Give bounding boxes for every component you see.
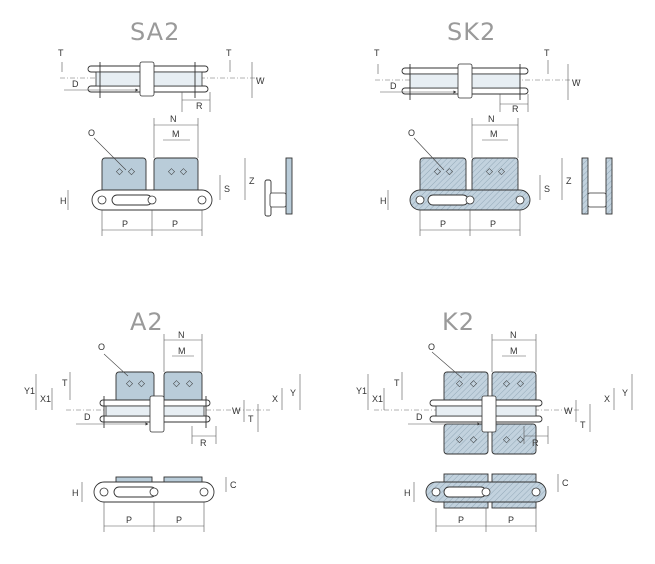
top-view: ◇ ◇ ◇ ◇ ◇ ◇ ◇ ◇ O N M [356,330,633,455]
dim-y1: Y1 [356,386,367,396]
top-view: T T D W R [374,48,581,114]
front-view: H C P P [72,476,237,532]
dim-h: H [380,196,387,206]
dim-d: D [84,412,91,422]
label-o: O [428,342,435,352]
label-o: O [88,128,95,138]
dim-s: S [544,184,550,194]
dim-w: W [256,76,265,86]
svg-text:◇: ◇ [173,378,180,388]
dim-r: R [196,101,203,111]
dim-n: N [510,330,517,340]
dim-m: M [490,129,498,139]
dim-c: C [230,480,237,490]
dim-z: Z [566,176,572,186]
front-view: ◇ ◇ ◇ ◇ O N M S Z H P P [380,114,572,236]
front-view: H C P P [404,473,569,532]
dim-m: M [178,346,186,356]
diagram-title: A2 [130,308,164,336]
dim-d: D [390,81,397,91]
label-o: O [98,342,105,352]
dim-y1: Y1 [24,386,35,396]
dim-s: S [224,184,230,194]
dim-m: M [172,129,180,139]
diagram-sk2: SK2 T T D W R [374,18,613,236]
dim-n: N [178,330,185,340]
svg-text:◇: ◇ [434,166,441,176]
dim-r: R [532,438,539,448]
diagram-a2: A2 ◇ ◇ ◇ ◇ [24,308,301,532]
dim-t-left: T [62,378,68,388]
dim-t-right: T [226,48,232,58]
dim-r: R [512,104,519,114]
svg-text:◇: ◇ [470,378,477,388]
front-view: ◇ ◇ ◇ ◇ O N M S Z H P P [60,114,255,236]
svg-text:◇: ◇ [498,166,505,176]
diagram-title: SK2 [447,18,496,46]
dim-m: M [510,346,518,356]
diagram-k2: K2 ◇ ◇ ◇ ◇ ◇ ◇ ◇ ◇ [356,308,633,532]
dim-y: Y [290,388,296,398]
svg-text:◇: ◇ [180,166,187,176]
dim-d: D [416,412,423,422]
svg-text:◇: ◇ [517,434,524,444]
diagram-title: K2 [442,308,475,336]
svg-text:◇: ◇ [503,434,510,444]
dim-n: N [488,114,495,124]
dim-p2: P [508,515,514,525]
dim-p2: P [176,515,182,525]
dim-d: D [72,79,79,89]
top-view: ◇ ◇ ◇ ◇ O N M Y1 [24,330,301,448]
dim-h: H [404,488,411,498]
dim-x1: X1 [372,394,383,404]
dim-t-right: T [580,420,586,430]
dim-y: Y [622,388,628,398]
svg-text:◇: ◇ [456,378,463,388]
svg-text:◇: ◇ [138,378,145,388]
dim-t-right: T [544,48,550,58]
dim-w: W [232,406,241,416]
dim-n: N [170,114,177,124]
dim-p1: P [440,219,446,229]
diagram-title: SA2 [130,18,180,46]
svg-text:◇: ◇ [168,166,175,176]
dim-p1: P [126,515,132,525]
svg-text:◇: ◇ [486,166,493,176]
dim-w: W [572,78,581,88]
svg-text:◇: ◇ [186,378,193,388]
svg-text:◇: ◇ [456,434,463,444]
svg-text:◇: ◇ [470,434,477,444]
dim-h: H [60,196,67,206]
svg-text:◇: ◇ [116,166,123,176]
diagram-sa2: SA2 T T D W R [58,18,293,236]
svg-text:◇: ◇ [126,378,133,388]
dim-x1: X1 [40,394,51,404]
dim-p1: P [458,515,464,525]
dim-w: W [564,406,573,416]
dim-p2: P [172,219,178,229]
dim-x: X [272,394,278,404]
dim-t-left: T [58,48,64,58]
svg-text:◇: ◇ [446,166,453,176]
dim-p2: P [490,219,496,229]
dim-p1: P [122,219,128,229]
svg-text:◇: ◇ [128,166,135,176]
dim-t-left: T [394,378,400,388]
svg-text:◇: ◇ [517,378,524,388]
svg-text:◇: ◇ [503,378,510,388]
top-view: T T D W R [58,48,265,112]
dim-x: X [604,394,610,404]
dim-r: R [200,438,207,448]
side-view [264,157,293,217]
label-o: O [408,128,415,138]
side-view [581,157,613,215]
dim-t-left: T [374,48,380,58]
dim-h: H [72,488,79,498]
dim-c: C [562,478,569,488]
dim-t-right: T [248,414,254,424]
dim-z: Z [249,176,255,186]
